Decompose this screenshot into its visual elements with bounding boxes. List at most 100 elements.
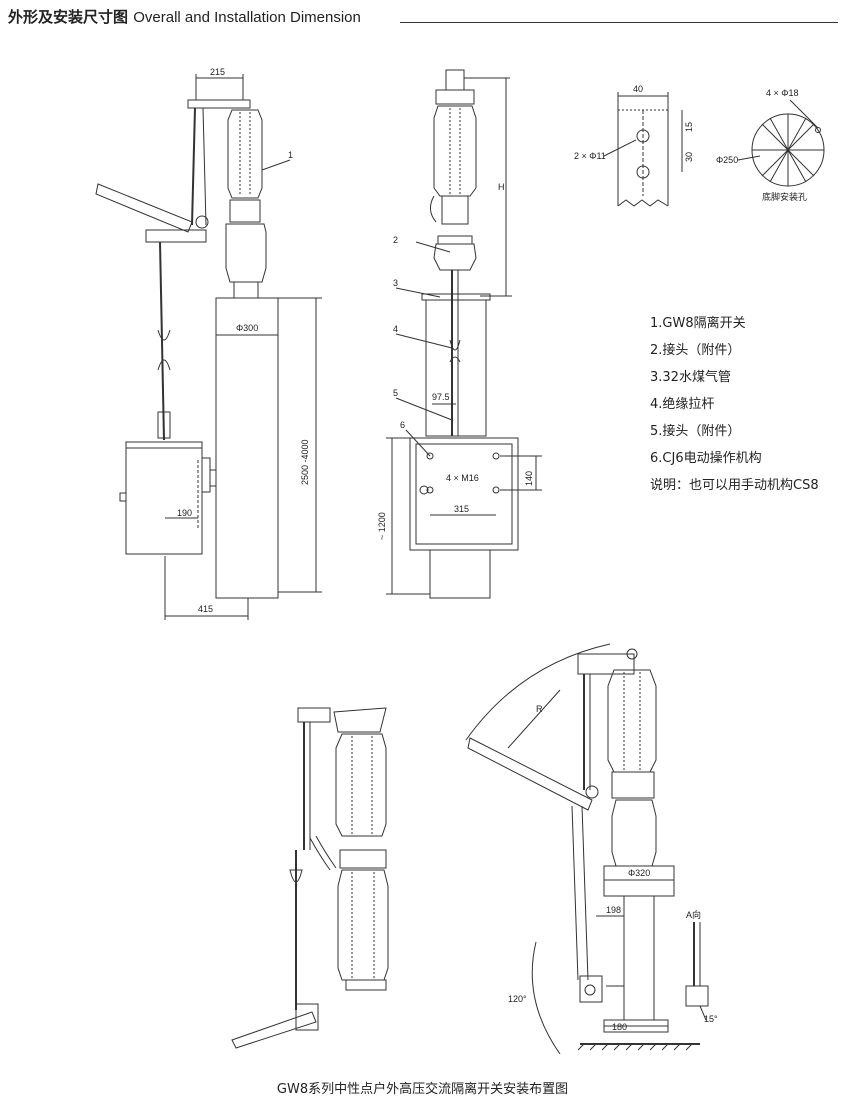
parts-legend: 1.GW8隔离开关 2.接头（附件） 3.32水煤气管 4.绝缘拉杆 5.接头（… xyxy=(650,310,819,499)
contact-assembly xyxy=(442,196,468,224)
figure-caption: GW8系列中性点户外高压交流隔离开关安装布置图 xyxy=(276,1082,569,1097)
leader-4 xyxy=(396,334,452,348)
swing-arc-lower xyxy=(532,942,560,1054)
label-2: 2 xyxy=(393,235,398,245)
leader xyxy=(790,100,818,128)
bolt xyxy=(427,487,433,493)
box-knob xyxy=(420,486,428,494)
view-lower-right: R Φ320 198 120° 180 A向 15° xyxy=(466,644,718,1054)
insulator-upper xyxy=(336,734,386,836)
dim-15: 15 xyxy=(684,122,694,132)
top-terminal xyxy=(446,70,464,90)
joint xyxy=(158,412,170,438)
dim-120deg: 120° xyxy=(508,994,527,1004)
legend-item: 1.GW8隔离开关 xyxy=(650,316,746,331)
dim-2xphi11: 2 × Φ11 xyxy=(574,151,606,161)
cable xyxy=(316,836,336,868)
label-1: 1 xyxy=(288,150,293,160)
dim-15deg: 15° xyxy=(704,1014,718,1024)
insulator-lower xyxy=(434,244,476,270)
dim-4xm16: 4 × M16 xyxy=(446,473,479,483)
view-side-elevation: 215 1 Φ300 2500 -4000 xyxy=(96,67,322,620)
page-title: 外形及安装尺寸图 Overall and Installation Dimens… xyxy=(8,6,361,27)
box-inner xyxy=(416,444,512,544)
title-cn: 外形及安装尺寸图 xyxy=(8,8,129,26)
vertical-rod-2 xyxy=(203,108,206,225)
pillar xyxy=(624,896,654,1020)
pivot xyxy=(196,216,208,228)
cable xyxy=(310,838,330,870)
title-en: Overall and Installation Dimension xyxy=(133,9,361,26)
radius-line xyxy=(508,690,560,748)
handle-arm xyxy=(232,1012,316,1048)
flange xyxy=(340,850,386,868)
dim-30: 30 xyxy=(684,152,694,162)
handle-arm xyxy=(96,184,192,232)
dim-H: H xyxy=(498,182,505,192)
drive-pivot xyxy=(585,985,595,995)
dim-2500-4000: 2500 -4000 xyxy=(300,439,310,485)
insulator-upper xyxy=(228,110,262,198)
insulator-lower xyxy=(338,870,388,980)
ground-hatch xyxy=(578,1044,692,1050)
leader-2 xyxy=(416,242,450,252)
pivot xyxy=(586,786,598,798)
drive-box xyxy=(580,976,602,1002)
label-3: 3 xyxy=(393,278,398,288)
dim-phi320: Φ320 xyxy=(628,868,650,878)
view-front-elevation: 2 H 3 4 5 97.5 6 4 × M16 140 315 xyxy=(377,70,542,598)
handle-arm xyxy=(468,738,592,810)
header: 外形及安装尺寸图 Overall and Installation Dimens… xyxy=(8,6,838,28)
insulator-lower xyxy=(226,224,266,282)
insulator-base xyxy=(346,980,386,990)
dim-140: 140 xyxy=(524,471,534,486)
dim-phi250: Φ250 xyxy=(716,155,738,165)
legend-item: 2.接头（附件） xyxy=(650,343,741,358)
view-hole-circle: 4 × Φ18 Φ250 底脚安装孔 xyxy=(716,88,824,202)
dim-97.5: 97.5 xyxy=(432,392,450,402)
label-6: 6 xyxy=(400,420,405,430)
coupling xyxy=(290,870,302,882)
bolt xyxy=(427,453,433,459)
dim-190: 190 xyxy=(177,508,192,518)
dim-4xphi18: 4 × Φ18 xyxy=(766,88,798,98)
terminal-cap xyxy=(334,708,386,732)
base-holes-label: 底脚安装孔 xyxy=(762,191,807,202)
legend-note: 说明：也可以用手动机构CS8 xyxy=(650,478,819,493)
radial xyxy=(770,118,806,182)
break-line xyxy=(618,200,668,206)
flange xyxy=(438,236,472,244)
insulator-lower xyxy=(612,800,656,866)
dim-180: 180 xyxy=(612,1022,627,1032)
handle-block xyxy=(296,1004,318,1030)
leader-3 xyxy=(396,288,440,297)
insulating-rod xyxy=(450,340,460,362)
a-view-box xyxy=(686,986,708,1006)
legend-item: 3.32水煤气管 xyxy=(650,370,731,385)
flange xyxy=(612,772,654,798)
dim-1200: ~ 1200 xyxy=(377,512,387,540)
top-bracket xyxy=(578,654,634,674)
link-rod-2 xyxy=(582,806,588,980)
label-4: 4 xyxy=(393,324,398,334)
flange xyxy=(230,200,260,222)
pillar xyxy=(216,298,278,598)
legend-item: 5.接头（附件） xyxy=(650,424,741,439)
a-view-label: A向 xyxy=(686,909,701,920)
view-lower-left xyxy=(232,708,388,1048)
pivot xyxy=(627,649,637,659)
dim-215: 215 xyxy=(210,67,225,77)
insulator-base xyxy=(234,282,258,298)
legend-item: 4.绝缘拉杆 xyxy=(650,397,715,412)
leader-5 xyxy=(396,398,452,420)
insulator-upper xyxy=(434,106,476,196)
link-rod xyxy=(572,806,578,980)
leader-6 xyxy=(406,430,430,456)
pillar-lower xyxy=(430,550,490,598)
leader xyxy=(738,156,760,160)
swing-arc xyxy=(466,644,610,740)
legend-item: 6.CJ6电动操作机构 xyxy=(650,451,762,466)
pillar-upper xyxy=(426,300,486,436)
insulator-upper xyxy=(608,670,656,772)
